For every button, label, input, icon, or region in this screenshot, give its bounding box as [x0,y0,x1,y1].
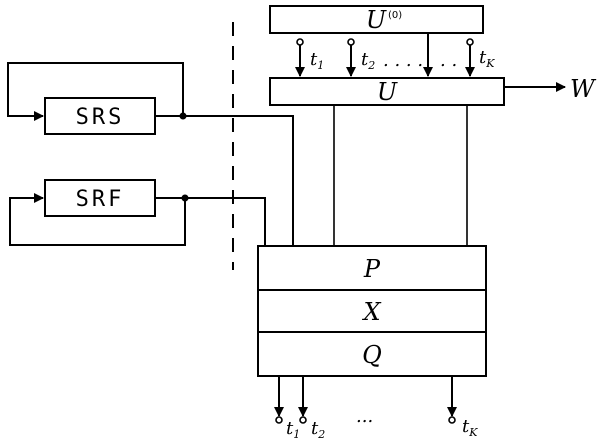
srs-junction [179,112,187,120]
u0-group: U (0) [269,5,484,77]
u0-superscript: (0) [388,10,402,21]
srs-label: SRS [76,105,125,130]
srs-output-line [155,115,294,246]
output-pin-t2 [299,416,307,424]
input-pin-t1 [296,38,304,46]
input-ellipsis-2: . . [440,50,457,71]
srf-label: SRF [76,187,125,212]
u-label: U [377,78,398,106]
p-label: P [363,255,381,283]
q-block [257,331,487,377]
srs-block [44,97,156,135]
input-label-tk: tK [479,47,495,70]
srf-feedback-loop [9,193,186,246]
output-label-w: W [570,75,597,103]
x-label: X [361,298,381,326]
u-group: U W [269,75,597,106]
output-label-tk: tK [462,416,478,439]
srs-group: SRS [7,62,294,246]
input-pin-t2 [347,38,355,46]
input-ellipsis: . . . . [383,50,423,71]
output-pins: t1 t2 ... tK [274,376,478,441]
u-block [269,77,505,106]
x-block [257,289,487,333]
input-pin-tk [466,38,474,46]
u0-label: U [366,6,387,34]
u0-block [269,5,484,34]
output-label-t1: t1 [286,418,300,441]
p-block [257,245,487,291]
output-ellipsis: ... [356,406,373,427]
srf-group: SRF [9,179,266,246]
output-pin-tk [448,416,456,424]
srf-junction [181,194,189,202]
srf-output-line [155,197,266,246]
output-label-t2: t2 [311,418,325,441]
input-label-t2: t2 [361,49,375,72]
srs-feedback-loop [7,62,184,121]
q-label: Q [362,341,382,369]
input-label-t1: t1 [310,49,324,72]
input-pins: t1 t2 . . . . . . tK [295,38,495,77]
output-pin-t1 [275,416,283,424]
pxq-stack: P X Q [257,245,487,377]
